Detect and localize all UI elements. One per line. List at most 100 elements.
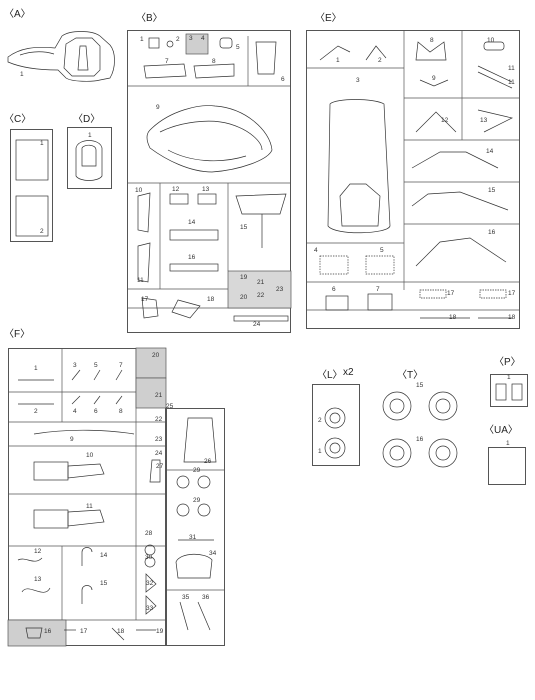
part-number: 8	[212, 58, 216, 65]
sprue-b-frame	[127, 30, 291, 333]
part-number: 29	[193, 497, 201, 504]
part-number: 13	[480, 117, 488, 124]
part-number: 17	[141, 296, 149, 303]
part-number: 2	[378, 57, 382, 64]
part-number: 24	[155, 450, 163, 457]
part-number: 4	[314, 247, 318, 254]
part-number: 19	[156, 628, 164, 635]
part-number: 14	[486, 148, 494, 155]
part-number: 1	[506, 440, 510, 447]
part-number: 34	[209, 550, 217, 557]
part-number: 5	[94, 362, 98, 369]
part-number: 2	[34, 408, 38, 415]
sprue-c-frame	[10, 129, 53, 242]
sprue-f-label: 〈F〉	[4, 329, 31, 340]
part-number: 32	[146, 580, 154, 587]
part-number: 7	[165, 58, 169, 65]
part-number: 35	[182, 594, 190, 601]
part-number: 1	[140, 36, 144, 43]
part-number: 11	[508, 79, 515, 86]
part-number: 11	[508, 65, 515, 72]
sprue-f-gearbox-drawing	[33, 461, 105, 529]
part-number: 1	[20, 71, 24, 78]
sprue-e-frame	[306, 30, 520, 329]
part-number: 15	[100, 580, 108, 587]
part-number: 2	[318, 417, 322, 424]
sprue-a-label: 〈A〉	[4, 9, 31, 20]
sprue-e-floor-drawing	[327, 99, 391, 234]
part-number: 6	[281, 76, 285, 83]
part-number: 18	[449, 314, 457, 321]
part-number: 1	[34, 365, 38, 372]
part-number: 23	[276, 286, 284, 293]
part-number: 10	[487, 37, 495, 44]
part-number: 30	[145, 554, 153, 561]
part-number: 3	[73, 362, 77, 369]
part-number: 13	[34, 576, 42, 583]
sprue-l-label: 〈L〉	[317, 370, 343, 381]
part-number: 1	[88, 132, 92, 139]
sprue-ua-part	[488, 447, 526, 485]
part-number: 17	[447, 290, 455, 297]
part-number: 1	[318, 448, 322, 455]
part-number: 31	[189, 534, 197, 541]
part-number: 11	[137, 277, 144, 284]
part-number: 21	[257, 279, 265, 286]
sprue-l-frame	[312, 384, 360, 466]
part-number: 17	[80, 628, 88, 635]
part-number: 6	[332, 286, 336, 293]
sprue-d-frame	[67, 127, 112, 189]
part-number: 2	[40, 228, 44, 235]
part-number: 18	[508, 314, 516, 321]
part-number: 3	[189, 35, 193, 42]
sprue-f-frame	[8, 348, 166, 646]
part-number: 9	[156, 104, 160, 111]
part-number: 20	[152, 352, 160, 359]
part-number: 12	[441, 117, 449, 124]
part-number: 24	[253, 321, 261, 328]
part-number: 8	[119, 408, 123, 415]
part-number: 25	[166, 403, 174, 410]
part-number: 15	[488, 187, 496, 194]
part-number: 33	[146, 605, 154, 612]
part-number: 29	[193, 467, 201, 474]
part-number: 13	[202, 186, 210, 193]
sprue-b-engine-cover-drawing	[146, 105, 273, 173]
part-number: 12	[34, 548, 42, 555]
part-number: 26	[204, 458, 212, 465]
sprue-f-extension-frame	[166, 408, 225, 646]
part-number: 2	[176, 36, 180, 43]
part-number: 27	[156, 463, 164, 470]
part-number: 3	[356, 77, 360, 84]
part-number: 18	[117, 628, 125, 635]
sprue-e-label: 〈E〉	[315, 13, 342, 24]
part-number: 9	[432, 75, 436, 82]
part-number: 1	[507, 374, 511, 381]
part-number: 10	[86, 452, 94, 459]
part-number: 21	[155, 392, 163, 399]
part-number: 16	[416, 436, 424, 443]
part-number: 8	[430, 37, 434, 44]
part-number: 15	[240, 224, 248, 231]
sprue-b-label: 〈B〉	[136, 13, 163, 24]
part-number: 12	[172, 186, 180, 193]
sprue-p-frame	[490, 374, 528, 407]
part-number: 15	[416, 382, 424, 389]
sprue-l-qty: x2	[343, 367, 354, 378]
part-number: 1	[336, 57, 340, 64]
part-number: 7	[119, 362, 123, 369]
part-number: 14	[188, 219, 196, 226]
part-number: 9	[70, 436, 74, 443]
part-number: 4	[73, 408, 77, 415]
sprue-c-label: 〈C〉	[4, 114, 32, 125]
part-number: 23	[155, 436, 163, 443]
sprue-d-label: 〈D〉	[73, 114, 101, 125]
sprue-a-chassis-drawing	[7, 31, 115, 82]
part-number: 20	[240, 294, 248, 301]
part-number: 16	[44, 628, 52, 635]
part-number: 11	[86, 503, 93, 510]
sprue-t-label: 〈T〉	[397, 370, 424, 381]
part-number: 16	[188, 254, 196, 261]
part-number: 14	[100, 552, 108, 559]
